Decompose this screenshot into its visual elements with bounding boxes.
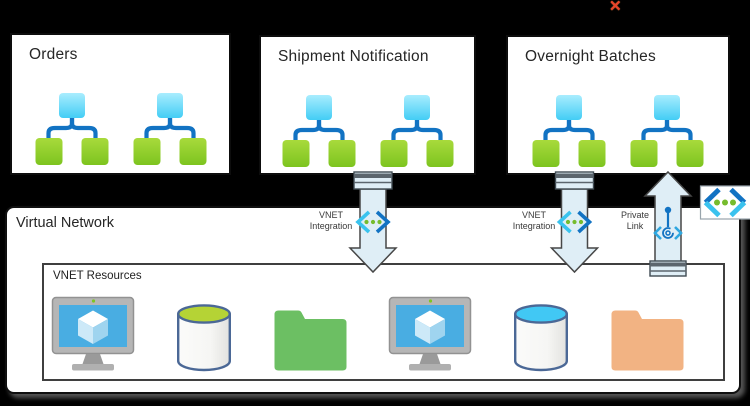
virtual-machine-icon bbox=[51, 296, 135, 371]
scale-unit-row bbox=[12, 92, 229, 166]
app-scale-unit-icon bbox=[282, 95, 355, 167]
vnet-integration-label: VNET Integration bbox=[309, 210, 353, 231]
app-box-title: Orders bbox=[29, 46, 78, 63]
vnet-integration-label: VNET Integration bbox=[512, 210, 556, 231]
error-x-icon: ✕ bbox=[609, 0, 622, 15]
database-disk-blue-icon bbox=[514, 304, 569, 372]
app-box-overnight-batches: Overnight Batches bbox=[506, 35, 730, 175]
vnet-resources-row bbox=[44, 296, 723, 372]
app-scale-unit-icon bbox=[35, 93, 108, 165]
app-scale-unit-icon bbox=[380, 95, 453, 167]
virtual-network-box: Virtual Network VNET Resources bbox=[5, 206, 741, 394]
virtual-network-title: Virtual Network bbox=[16, 215, 115, 231]
app-box-shipment-notification: Shipment Notification bbox=[259, 35, 476, 175]
app-scale-unit-icon bbox=[630, 95, 704, 167]
vnet-resources-title: VNET Resources bbox=[53, 270, 142, 282]
app-box-title: Shipment Notification bbox=[278, 48, 429, 65]
app-scale-unit-icon bbox=[532, 95, 606, 167]
app-box-orders: Orders bbox=[10, 33, 231, 175]
app-box-title: Overnight Batches bbox=[525, 48, 656, 65]
folder-green-icon bbox=[274, 310, 347, 371]
virtual-machine-icon bbox=[389, 296, 472, 371]
database-disk-green-icon bbox=[176, 304, 231, 372]
scale-unit-row bbox=[261, 94, 474, 168]
scale-unit-row bbox=[508, 94, 728, 168]
private-link-label: Private Link bbox=[620, 210, 649, 231]
folder-orange-icon bbox=[611, 310, 684, 371]
vnet-resources-box: VNET Resources bbox=[42, 263, 725, 381]
app-scale-unit-icon bbox=[133, 93, 206, 165]
